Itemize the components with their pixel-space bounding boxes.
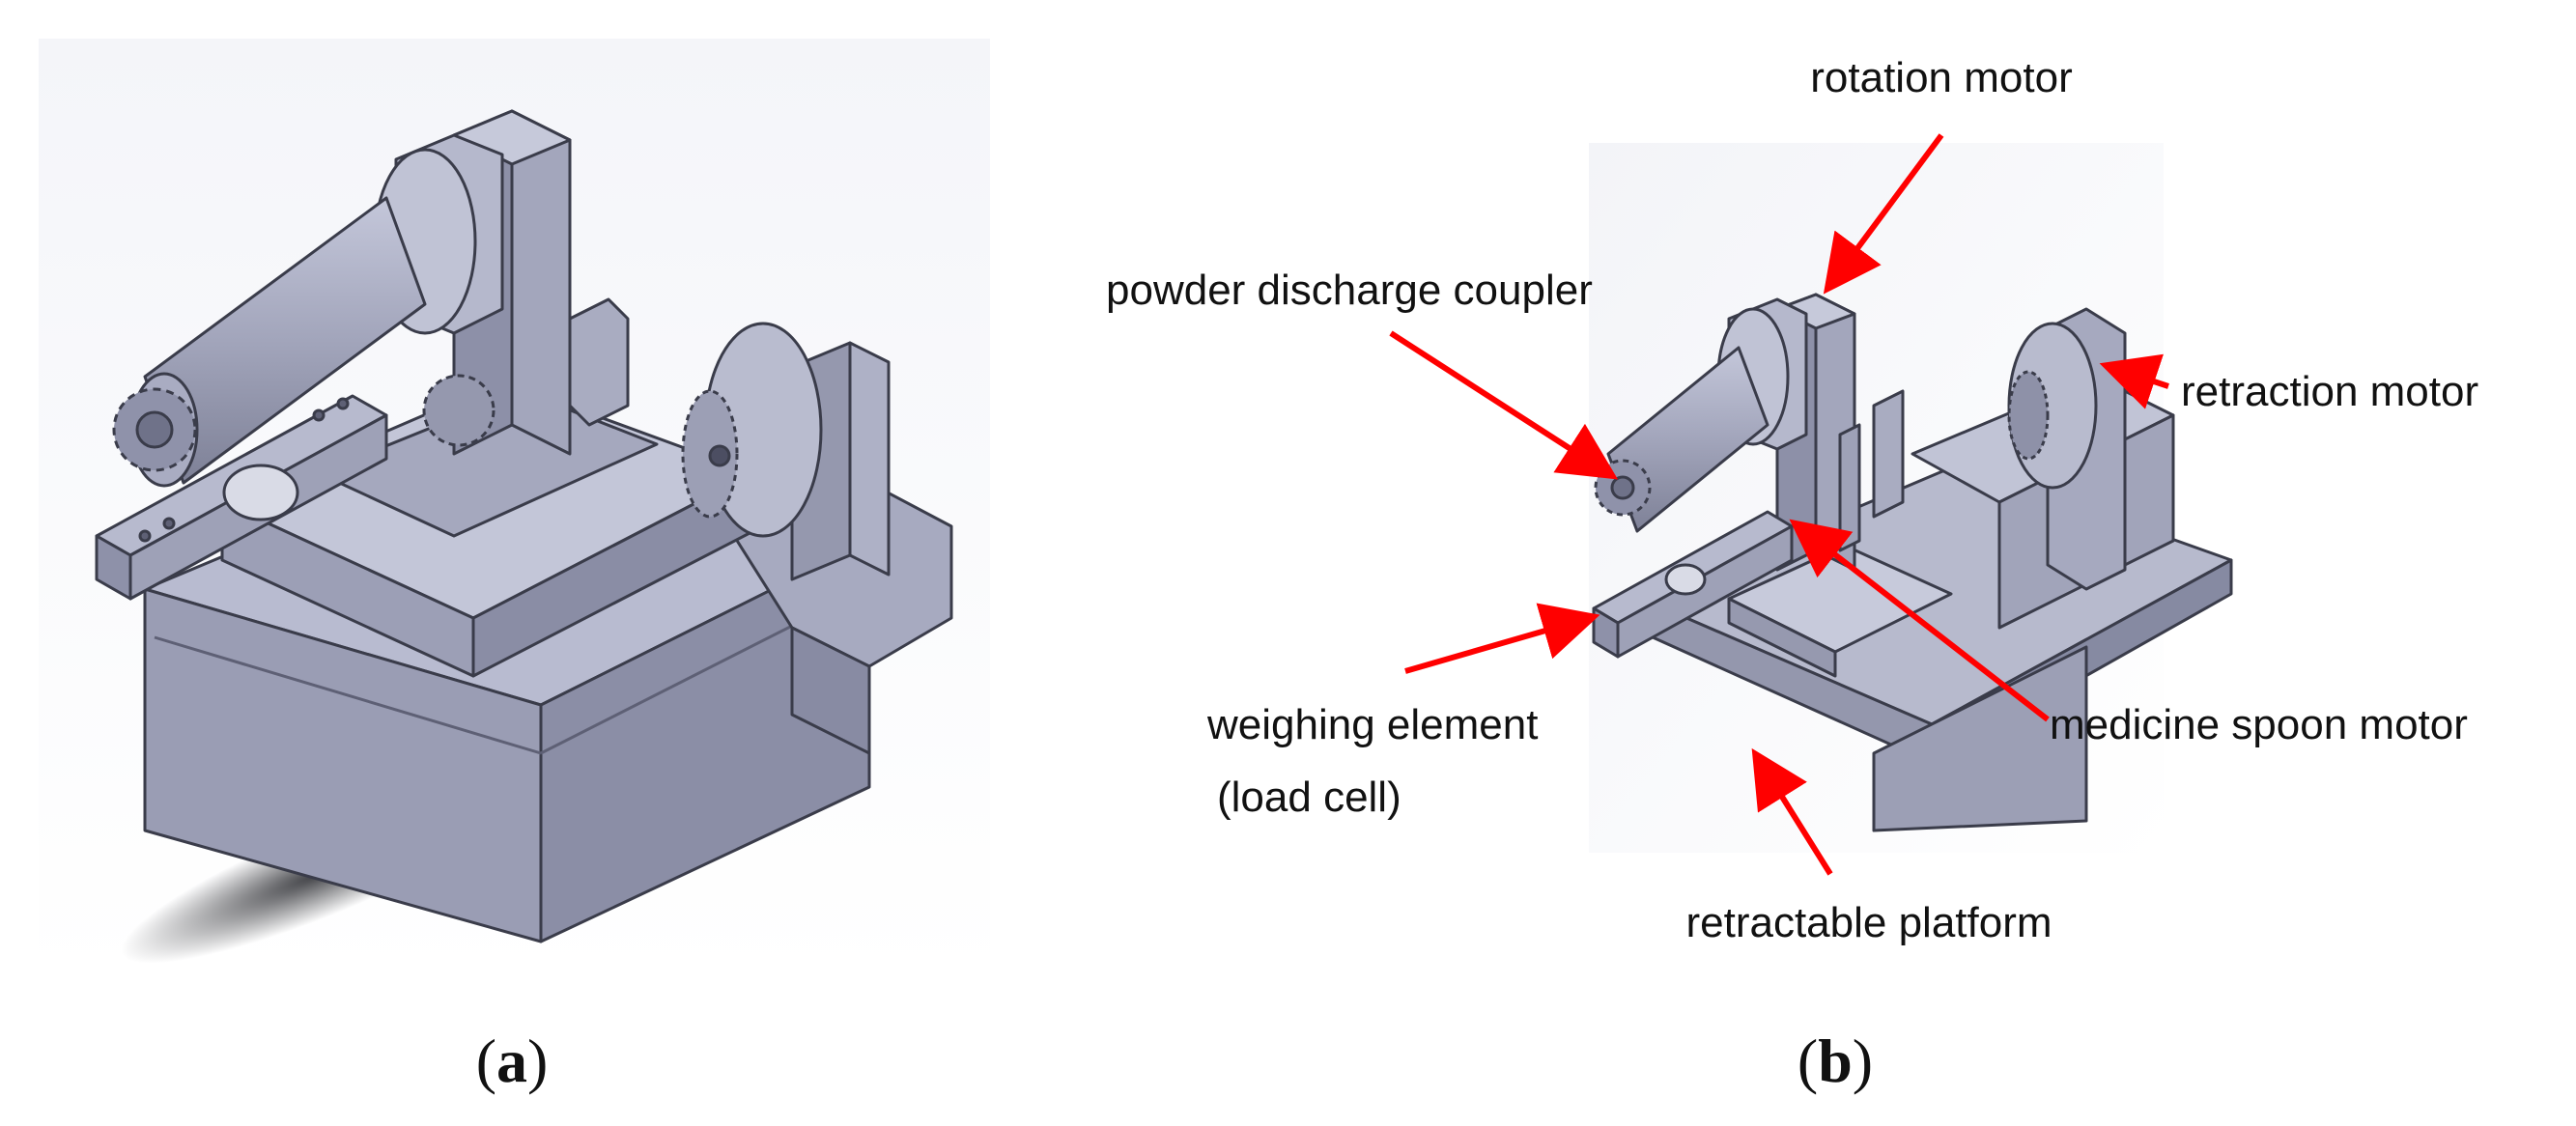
- arrow-rotation-motor: [1823, 133, 1944, 295]
- panel-b-letter: b: [1818, 1027, 1853, 1095]
- panel-a: (a): [39, 39, 990, 1095]
- label-medicine-spoon-motor: medicine spoon motor: [2050, 701, 2468, 748]
- panel-a-caption: (a): [476, 1027, 549, 1095]
- arrow-powder-discharge-coupler: [1389, 330, 1619, 480]
- panel-a-model: [95, 109, 953, 943]
- label-weighing-element: weighing element: [1206, 701, 1538, 748]
- label-retractable-platform: retractable platform: [1685, 899, 2052, 946]
- panel-a-letter: a: [496, 1027, 527, 1095]
- label-rotation-motor: rotation motor: [1810, 54, 2072, 101]
- arrow-retractable-platform: [1751, 747, 1833, 876]
- label-retraction-motor: retraction motor: [2181, 368, 2478, 415]
- label-load-cell: (load cell): [1217, 774, 1401, 821]
- arrow-medicine-spoon-motor: [1789, 519, 2050, 722]
- arrow-weighing-element: [1404, 603, 1600, 674]
- panel-b: rotation motor powder discharge coupler …: [1106, 54, 2478, 1095]
- panel-b-caption: (b): [1798, 1027, 1873, 1095]
- arrow-retraction-motor: [2099, 353, 2169, 409]
- callout-arrows: [1389, 133, 2169, 876]
- label-powder-discharge-coupler: powder discharge coupler: [1106, 267, 1593, 314]
